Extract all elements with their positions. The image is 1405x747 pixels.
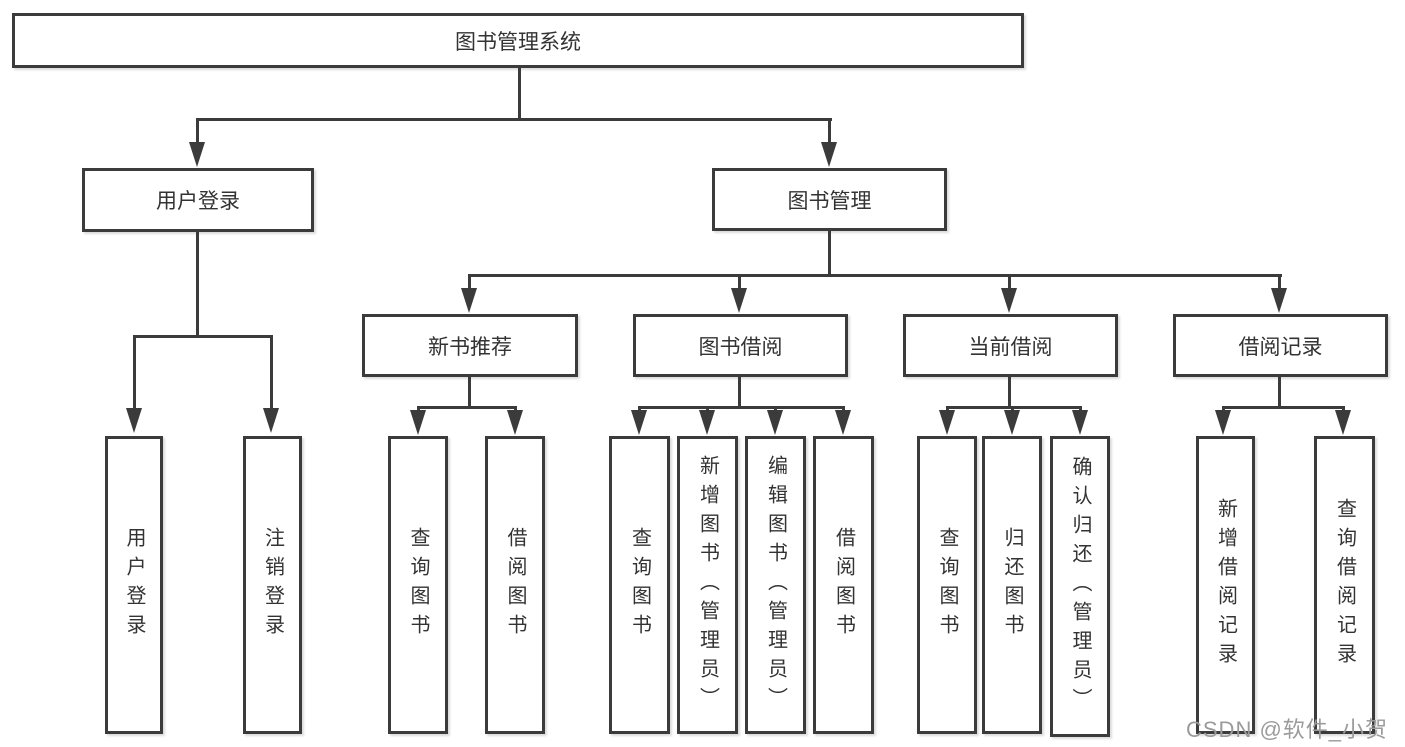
arrowhead-down-book-borrow xyxy=(731,288,747,313)
leaf-logout-label: 注销登录 xyxy=(261,527,284,643)
arrowhead-down-current-borrow xyxy=(1001,288,1017,313)
connector-borrow-records-stub xyxy=(1278,377,1281,406)
node-user-login: 用户登录 xyxy=(82,168,314,232)
leaf-logout: 注销登录 xyxy=(243,436,302,734)
arrowhead-down-borrow-query-books xyxy=(631,410,647,435)
arrowhead-down-leaf-logout xyxy=(263,408,279,433)
arrowhead-down-borrow-add-books xyxy=(699,410,715,435)
connector-user-login-horizontal xyxy=(133,335,273,338)
leaf-records-add-record-label: 新增借阅记录 xyxy=(1214,498,1237,672)
connector-book-borrow-horizontal xyxy=(638,406,845,409)
node-library-management-system: 图书管理系统 xyxy=(12,13,1024,68)
connector-to-book-borrow xyxy=(738,274,741,290)
node-book-borrow: 图书借阅 xyxy=(633,314,848,377)
connector-to-book-management xyxy=(828,118,831,144)
node-user-login-label: 用户登录 xyxy=(156,190,240,213)
leaf-current-query-books: 查询图书 xyxy=(917,436,977,734)
connector-borrow-records-horizontal xyxy=(1222,406,1344,409)
connector-to-leaf-logout xyxy=(270,335,273,409)
connector-book-borrow-stub xyxy=(738,377,741,406)
leaf-borrow-borrow-books: 借阅图书 xyxy=(813,436,874,734)
leaf-borrow-edit-books-admin: 编辑图书（管理员） xyxy=(745,436,806,734)
leaf-borrow-add-books-admin-label: 新增图书（管理员） xyxy=(696,454,719,716)
leaf-current-return-books: 归还图书 xyxy=(982,436,1042,734)
leaf-records-query-record: 查询借阅记录 xyxy=(1314,436,1375,734)
arrowhead-down-user-login xyxy=(189,142,205,167)
leaf-current-query-books-label: 查询图书 xyxy=(936,527,958,643)
leaf-borrow-borrow-books-label: 借阅图书 xyxy=(832,527,855,643)
leaf-recommend-borrow-books: 借阅图书 xyxy=(485,436,545,734)
connector-new-book-recommend-horizontal xyxy=(417,406,517,409)
connector-to-leaf-user-login xyxy=(133,335,136,409)
node-new-book-recommend-label: 新书推荐 xyxy=(428,335,512,359)
arrowhead-down-leaf-user-login xyxy=(126,408,142,433)
connector-user-login-stub xyxy=(196,232,199,335)
node-new-book-recommend: 新书推荐 xyxy=(362,314,578,377)
arrowhead-down-records-add-record xyxy=(1215,410,1231,435)
arrowhead-down-book-management xyxy=(821,142,837,167)
leaf-recommend-query-books: 查询图书 xyxy=(388,436,448,734)
leaf-borrow-query-books-label: 查询图书 xyxy=(628,527,651,643)
arrowhead-down-current-query-books xyxy=(939,410,955,435)
leaf-current-confirm-return-admin: 确认归还（管理员） xyxy=(1050,436,1110,737)
csdn-watermark: CSDN @软件_小贺同学 xyxy=(1186,717,1389,742)
arrowhead-down-borrow-borrow-books xyxy=(835,410,851,435)
leaf-user-login: 用户登录 xyxy=(105,436,163,734)
leaf-borrow-add-books-admin: 新增图书（管理员） xyxy=(677,436,738,734)
connector-to-new-book-recommend xyxy=(468,274,471,290)
node-book-management-label: 图书管理 xyxy=(787,189,872,213)
leaf-recommend-query-books-label: 查询图书 xyxy=(407,527,429,643)
node-current-borrow: 当前借阅 xyxy=(903,314,1118,377)
connector-to-current-borrow xyxy=(1008,274,1011,290)
connector-root-stub xyxy=(518,68,521,118)
arrowhead-down-current-confirm-return xyxy=(1072,410,1088,435)
connector-root-horizontal xyxy=(197,118,832,121)
node-book-borrow-label: 图书借阅 xyxy=(698,335,783,359)
leaf-records-query-record-label: 查询借阅记录 xyxy=(1333,498,1356,672)
leaf-records-add-record: 新增借阅记录 xyxy=(1196,436,1255,734)
leaf-current-return-books-label: 归还图书 xyxy=(1001,527,1023,643)
arrowhead-down-recommend-query-books xyxy=(410,410,426,435)
leaf-user-login-label: 用户登录 xyxy=(123,527,145,643)
arrowhead-down-borrow-edit-books xyxy=(767,410,783,435)
connector-current-borrow-stub xyxy=(1008,377,1011,406)
connector-new-book-recommend-stub xyxy=(468,377,471,406)
node-library-management-system-label: 图书管理系统 xyxy=(455,30,581,54)
leaf-borrow-edit-books-admin-label: 编辑图书（管理员） xyxy=(764,454,787,716)
connector-to-user-login xyxy=(196,118,199,144)
node-book-management: 图书管理 xyxy=(712,168,947,231)
node-borrow-records: 借阅记录 xyxy=(1173,314,1388,377)
connector-to-borrow-records xyxy=(1278,274,1281,290)
arrowhead-down-new-book-recommend xyxy=(461,288,477,313)
leaf-recommend-borrow-books-label: 借阅图书 xyxy=(504,527,526,643)
leaf-borrow-query-books: 查询图书 xyxy=(609,436,670,734)
connector-book-management-horizontal xyxy=(469,274,1282,277)
node-current-borrow-label: 当前借阅 xyxy=(968,335,1053,359)
node-borrow-records-label: 借阅记录 xyxy=(1238,335,1323,359)
arrowhead-down-current-return-books xyxy=(1004,410,1020,435)
leaf-current-confirm-return-admin-label: 确认归还（管理员） xyxy=(1069,456,1091,717)
arrowhead-down-records-query-record xyxy=(1335,410,1351,435)
arrowhead-down-recommend-borrow-books xyxy=(507,410,523,435)
connector-current-borrow-horizontal xyxy=(946,406,1082,409)
arrowhead-down-borrow-records xyxy=(1271,288,1287,313)
connector-book-management-stub xyxy=(828,231,831,274)
